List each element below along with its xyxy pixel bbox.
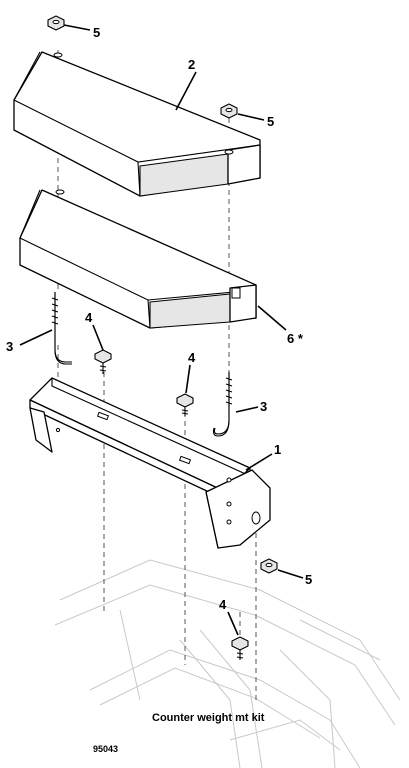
- diagram-caption: Counter weight mt kit: [152, 712, 265, 724]
- j-bolt-right: [212, 372, 233, 437]
- callout-3-left: 3: [6, 339, 13, 354]
- flange-bolt-left: [94, 349, 112, 374]
- j-bolt-left: [51, 292, 72, 365]
- counterweight-top: [13, 51, 261, 197]
- flange-nut-top-right: [220, 103, 238, 119]
- callout-leaders: [19, 24, 304, 636]
- flange-bolt-lower: [231, 636, 249, 660]
- callout-2: 2: [188, 57, 195, 72]
- figure-number: 95043: [93, 744, 118, 754]
- callout-5-top-right: 5: [267, 114, 274, 129]
- callout-4-center: 4: [188, 350, 196, 365]
- counterweight-bottom: [19, 189, 257, 329]
- callout-5-lower: 5: [305, 572, 312, 587]
- callout-3-right: 3: [260, 399, 267, 414]
- chassis-ghost-outline: [54, 559, 401, 768]
- flange-bolt-center: [176, 393, 194, 416]
- callout-4-left: 4: [85, 310, 93, 325]
- callout-4-lower: 4: [219, 597, 227, 612]
- callout-5-top-left: 5: [93, 25, 100, 40]
- flange-nut-lower: [260, 558, 278, 574]
- callout-6: 6 *: [287, 331, 304, 346]
- flange-nut-top-left: [47, 15, 65, 31]
- callout-1: 1: [274, 442, 281, 457]
- mounting-bracket: [29, 377, 271, 549]
